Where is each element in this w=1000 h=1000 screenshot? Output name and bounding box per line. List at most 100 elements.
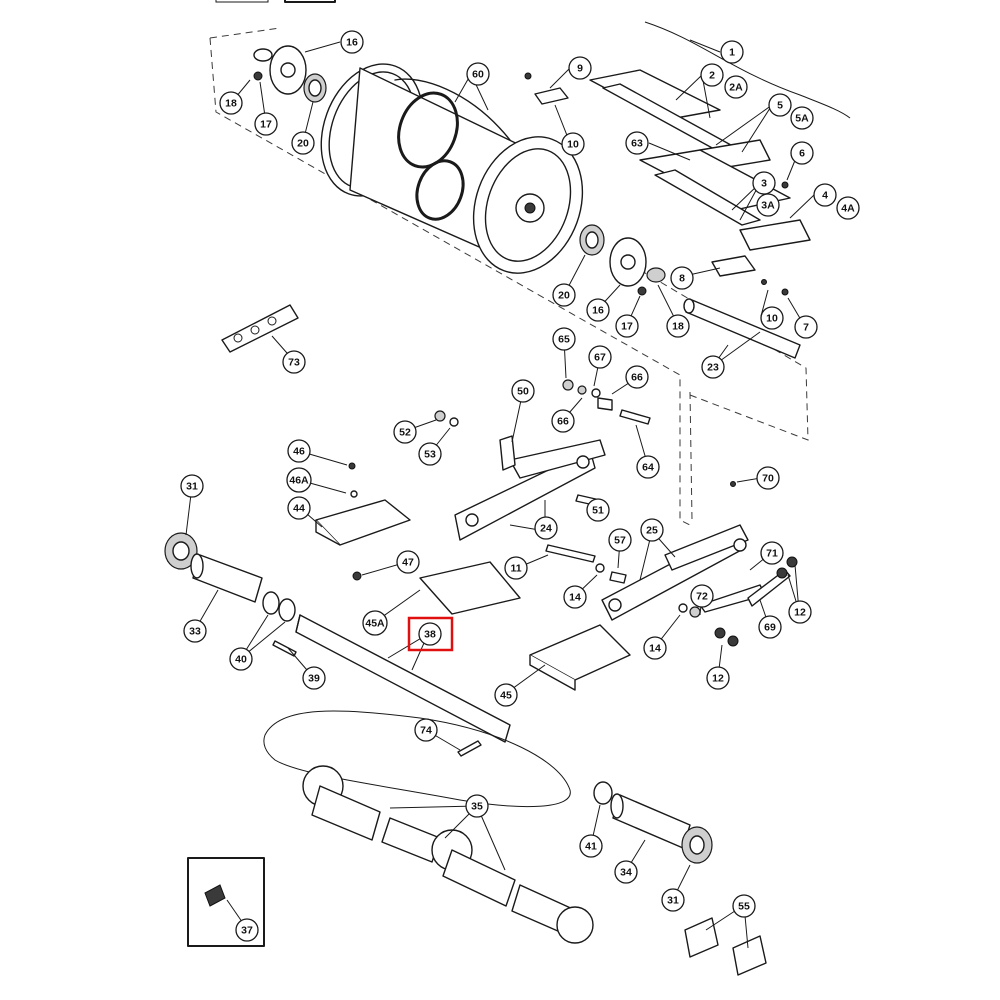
callout-label: 12 [712,673,724,685]
callout-74: 74 [414,718,438,742]
callout-3: 3 [752,171,776,195]
callout-circle [588,345,612,369]
callout-circle [732,894,756,918]
callout-25: 25 [640,518,664,542]
callout-circle [640,518,664,542]
callout-label: 52 [399,427,411,439]
callout-circle [504,556,528,580]
callout-11: 11 [504,556,528,580]
upper-left-bearing-set [253,45,327,103]
callout-8: 8 [670,266,694,290]
callout-label: 69 [764,622,776,634]
callout-46a: 46A [286,467,312,493]
callout-20: 20 [291,131,315,155]
callout-2a: 2A [724,75,748,99]
callout-label: 67 [594,352,606,364]
callout-circle [790,141,814,165]
callout-label: 16 [592,305,604,317]
callout-66: 66 [551,409,575,433]
washers-40 [262,591,296,622]
callout-4a: 4A [836,196,860,220]
callout-label: 46 [293,446,305,458]
callout-circle [561,132,585,156]
callout-label: 46A [289,475,309,487]
callout-label: 70 [762,473,774,485]
callout-51: 51 [586,498,610,522]
drum-right-bearing-set [579,224,666,296]
top-edge-frame-right [284,0,336,3]
callout-4: 4 [813,183,837,207]
callout-60: 60 [466,62,490,86]
callout-label: 8 [679,273,685,285]
callout-31: 31 [661,888,685,912]
callout-circle [235,918,259,942]
callout-circle [418,442,442,466]
callout-circle [219,91,243,115]
callout-circle [579,834,603,858]
callout-label: 20 [558,290,570,302]
callout-label: 3A [761,200,775,212]
callout-label: 17 [260,119,272,131]
callout-circle [183,619,207,643]
callout-73: 73 [282,350,306,374]
callout-label: 31 [667,895,679,907]
callout-label: 17 [621,321,633,333]
callout-circle [752,171,776,195]
callout-label: 24 [540,523,552,535]
callout-circle [794,315,818,339]
callout-label: 63 [631,138,643,150]
arm-24-assembly [454,435,606,541]
callout-label: 40 [235,654,247,666]
callout-16: 16 [586,298,610,322]
plate-44 [315,499,411,546]
callout-45a: 45A [362,610,388,636]
callout-53: 53 [418,442,442,466]
key-74 [457,740,482,757]
highlight-box-38 [407,616,454,652]
callout-circle [690,584,714,608]
callout-label: 37 [241,925,253,937]
callout-label: 6 [799,148,805,160]
callout-label: 5 [777,100,783,112]
callout-circle [760,541,784,565]
callout-31: 31 [180,474,204,498]
callout-70: 70 [756,466,780,490]
callout-63: 63 [625,131,649,155]
callout-circle [254,112,278,136]
callout-55: 55 [732,894,756,918]
callout-circle [302,666,326,690]
callout-33: 33 [183,619,207,643]
pad-55-left [684,917,719,958]
callout-18: 18 [219,91,243,115]
callout-circle [362,610,388,636]
callout-10: 10 [561,132,585,156]
callout-label: 72 [696,591,708,603]
callout-label: 45A [365,618,385,630]
inset-37 [187,857,265,947]
callout-label: 3 [761,178,767,190]
pad-55-right [732,935,767,976]
callout-66: 66 [625,365,649,389]
callout-16: 16 [340,30,364,54]
callout-circle [724,75,748,99]
callout-circle [552,283,576,307]
callout-label: 66 [631,372,643,384]
callout-12: 12 [788,600,812,624]
callout-label: 55 [738,901,750,913]
callout-label: 11 [510,563,521,575]
callout-label: 35 [471,801,483,813]
callout-40: 40 [229,647,253,671]
callout-circle [552,327,576,351]
callout-57: 57 [608,528,632,552]
callout-circle [836,196,860,220]
callout-circle [340,30,364,54]
callout-label: 71 [766,548,778,560]
callout-10: 10 [760,306,784,330]
callout-label: 41 [585,841,597,853]
callout-circle [788,600,812,624]
callout-label: 44 [293,503,305,515]
callout-label: 47 [402,557,414,569]
callout-label: 31 [186,481,198,493]
feeder-outline-curve [644,21,851,119]
callout-label: 53 [424,449,436,461]
